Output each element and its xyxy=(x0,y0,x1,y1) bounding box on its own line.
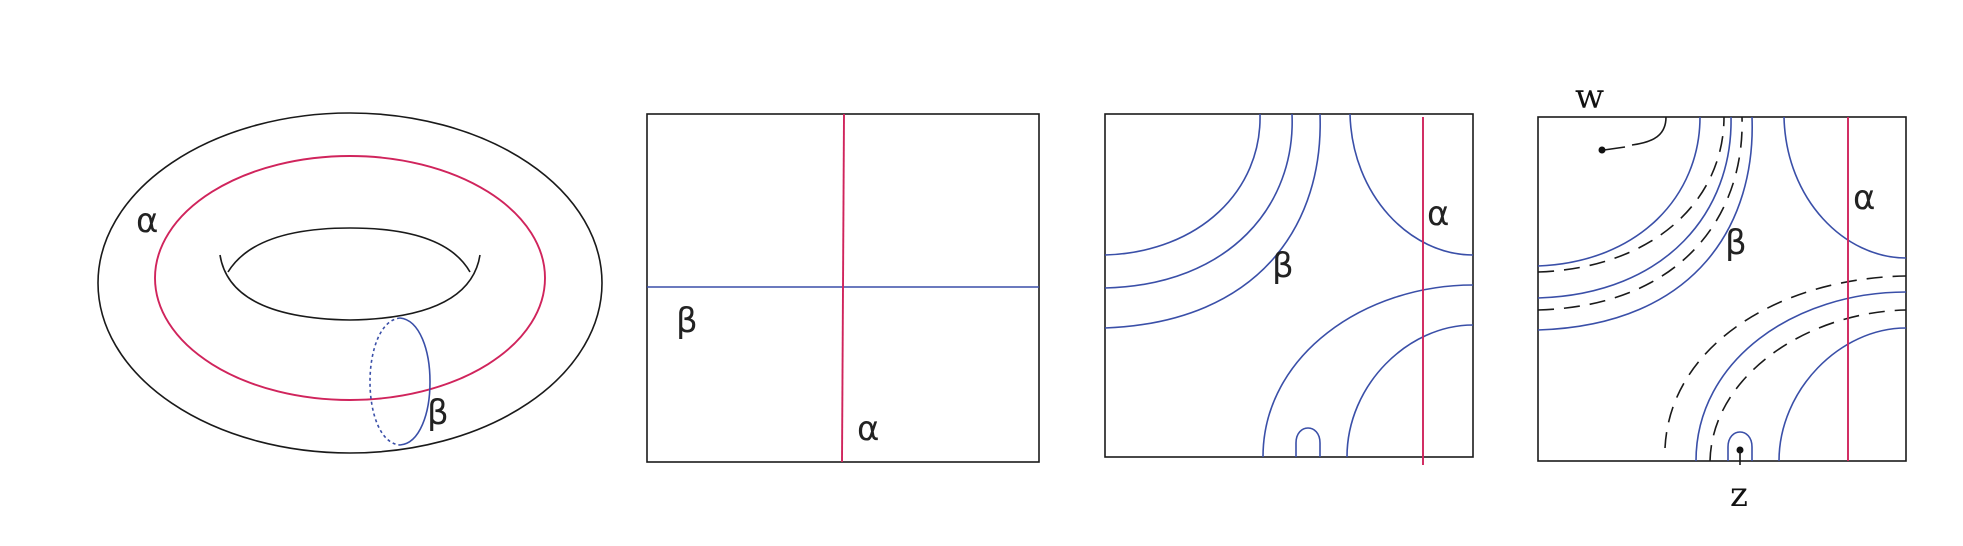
alpha-label-torus: α xyxy=(136,201,158,241)
beta-arc-top-left-2 xyxy=(1537,116,1732,299)
beta-label-pointed: β xyxy=(1725,223,1747,263)
torus-hole-upper-rim xyxy=(227,227,471,273)
alpha-label-twisted: α xyxy=(1427,194,1449,234)
alpha-label-pointed: α xyxy=(1853,178,1875,218)
beta-small-arc-bottom xyxy=(1727,431,1753,461)
square-panel: β α xyxy=(646,113,1040,463)
beta-arc-top-left-1 xyxy=(1104,113,1261,256)
beta-label-square: β xyxy=(676,301,698,341)
dashed-arc-bottom-right-2 xyxy=(1709,309,1907,462)
beta-curve-torus-back xyxy=(369,317,401,446)
beta-curve-torus-front xyxy=(399,317,431,446)
dashed-arc-bottom-right-1 xyxy=(1664,275,1907,449)
dashed-arc-to-w xyxy=(1631,116,1667,146)
beta-arc-bottom-right-outer xyxy=(1262,284,1474,458)
beta-arc-top-left-3 xyxy=(1104,113,1321,329)
alpha-curve-torus xyxy=(154,155,546,401)
pointed-square-boundary xyxy=(1537,116,1907,462)
torus-outer-outline xyxy=(97,112,603,454)
beta-small-arc-bottom xyxy=(1295,427,1321,457)
z-label: z xyxy=(1730,475,1748,515)
beta-arc-bottom-right-inner xyxy=(1778,327,1907,462)
dashed-arc-top-left-2 xyxy=(1537,116,1743,311)
beta-arc-top-right xyxy=(1783,116,1907,259)
beta-arc-top-right xyxy=(1349,113,1474,256)
alpha-label-square: α xyxy=(857,409,879,449)
alpha-curve-square xyxy=(841,113,845,463)
beta-arc-top-left-2 xyxy=(1104,113,1293,289)
torus-panel: α β xyxy=(97,112,603,454)
beta-arc-top-left-3 xyxy=(1537,116,1753,331)
dashed-arc-top-left-1 xyxy=(1537,116,1725,273)
beta-label-torus: β xyxy=(427,393,449,433)
pointed-panel: α β w z xyxy=(1537,77,1907,515)
beta-arc-bottom-right-inner xyxy=(1346,324,1474,458)
beta-arc-top-left-1 xyxy=(1537,116,1701,267)
torus-hole-lower-rim xyxy=(219,254,481,321)
w-basepoint-tail xyxy=(1603,146,1626,151)
w-label: w xyxy=(1575,77,1604,117)
w-basepoint xyxy=(1598,146,1606,154)
square-boundary xyxy=(646,113,1040,463)
twisted-panel: α β xyxy=(1104,113,1474,465)
beta-arc-bottom-right-outer xyxy=(1695,291,1907,462)
beta-label-twisted: β xyxy=(1272,246,1294,286)
